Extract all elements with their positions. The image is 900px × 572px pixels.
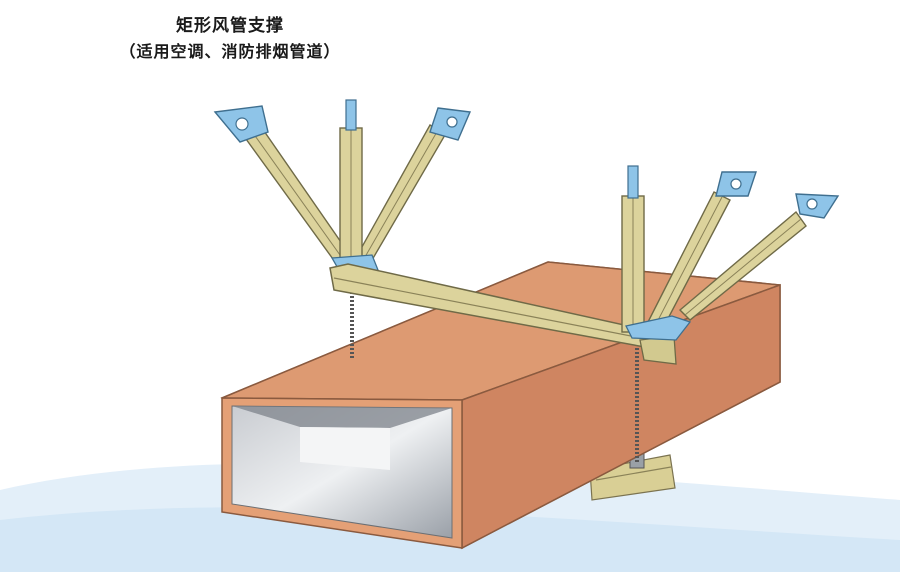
diagram-subtitle: （适用空调、消防排烟管道） [119, 42, 341, 61]
left-brace-group [213, 99, 472, 273]
right-brace-group [621, 165, 840, 341]
diagram-title: 矩形风管支撑 [176, 16, 284, 36]
main-strut [329, 263, 677, 365]
title-block: 矩形风管支撑 （适用空调、消防排烟管道） [0, 14, 460, 64]
